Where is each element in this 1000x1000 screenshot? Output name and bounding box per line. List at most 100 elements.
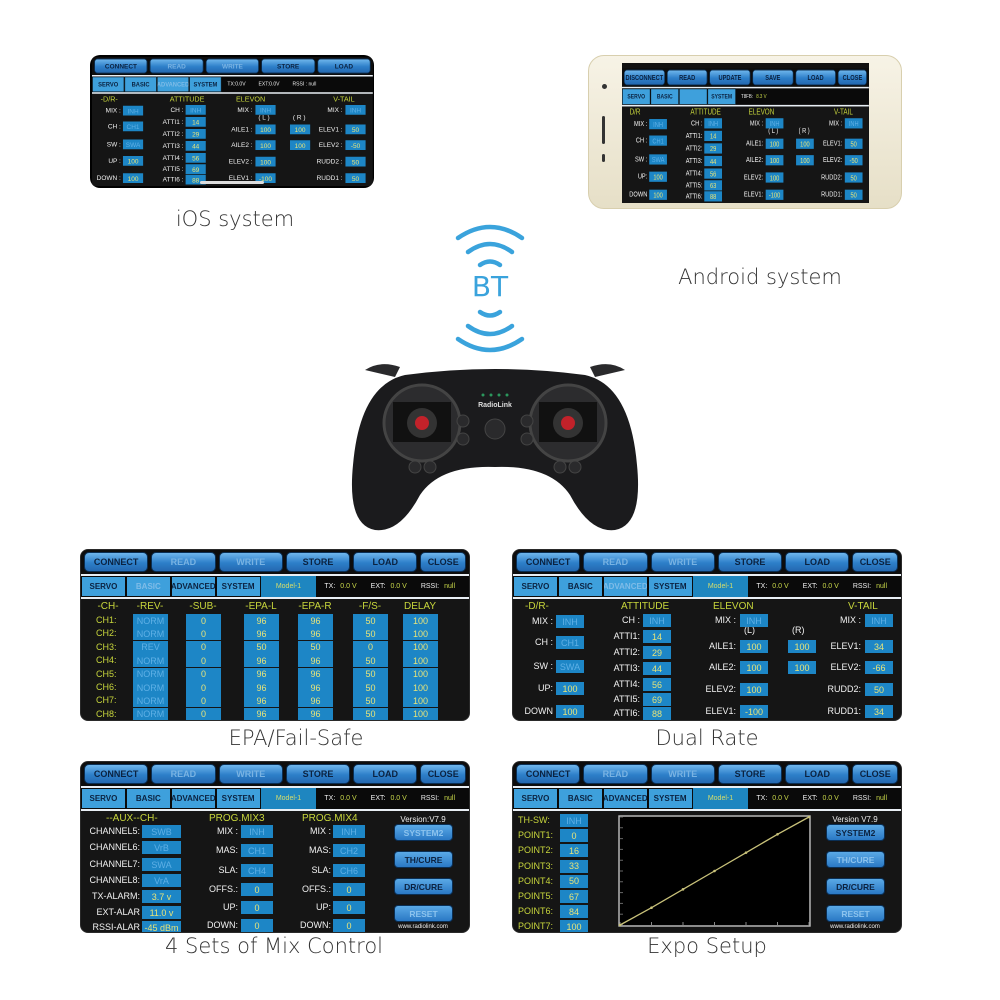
value-field[interactable]: INH <box>649 119 667 130</box>
tab-advanced[interactable]: ADVANCED <box>170 788 216 809</box>
value-field[interactable]: 0 <box>241 901 273 914</box>
value-field[interactable]: 96 <box>244 707 279 720</box>
value-field[interactable]: INH <box>704 118 723 129</box>
value-field[interactable]: 100 <box>255 140 276 150</box>
value-field[interactable]: REV <box>133 640 168 654</box>
value-field[interactable]: INH <box>765 118 784 129</box>
value-field[interactable]: 50 <box>353 627 388 641</box>
value-field[interactable]: 0 <box>186 667 221 681</box>
value-field[interactable]: 50 <box>298 640 333 654</box>
model-name[interactable]: Model-1 <box>692 576 749 597</box>
close-button[interactable]: CLOSE <box>420 764 466 784</box>
value-field[interactable]: 100 <box>255 124 276 135</box>
tab-basic[interactable]: BASIC <box>124 76 157 93</box>
value-field[interactable]: 88 <box>704 191 723 202</box>
point-value[interactable]: 0 <box>560 829 588 843</box>
value-field[interactable]: 14 <box>704 130 723 142</box>
value-field[interactable]: 50 <box>345 173 366 183</box>
store-button[interactable]: STORE <box>285 552 351 572</box>
value-field[interactable]: 0 <box>241 919 273 932</box>
value-field[interactable]: 88 <box>185 174 206 185</box>
value-field[interactable]: 50 <box>353 681 388 694</box>
load-button[interactable]: LOAD <box>353 764 418 784</box>
value-field[interactable]: INH <box>865 614 893 627</box>
value-field[interactable]: 63 <box>704 180 723 191</box>
value-field[interactable]: 44 <box>643 662 671 675</box>
store-button[interactable]: STORE <box>285 764 351 784</box>
value-field[interactable]: 50 <box>244 640 279 654</box>
value-field[interactable]: CH2 <box>333 844 365 857</box>
disconnect-button[interactable]: DISCONNECT <box>623 69 665 86</box>
value-field[interactable]: 50 <box>844 138 863 149</box>
value-field[interactable]: 0 <box>186 640 221 654</box>
model-name[interactable]: Model-1 <box>260 576 317 597</box>
close-button[interactable]: CLOSE <box>420 552 466 572</box>
value-field[interactable]: 100 <box>765 172 784 183</box>
point-value[interactable]: 84 <box>560 905 588 919</box>
value-field[interactable]: 96 <box>298 614 333 627</box>
value-field[interactable]: CH1 <box>122 121 144 132</box>
value-field[interactable]: NORM <box>133 614 168 627</box>
value-field[interactable]: 34 <box>865 705 893 718</box>
value-field[interactable]: 100 <box>765 138 784 149</box>
value-field-right[interactable]: 100 <box>290 124 311 135</box>
read-button[interactable]: READ <box>151 552 216 572</box>
tab-basic[interactable]: BASIC <box>125 788 171 809</box>
point-value[interactable]: 33 <box>560 859 588 873</box>
connect-button[interactable]: CONNECT <box>516 552 581 572</box>
value-field[interactable]: 96 <box>244 667 279 681</box>
value-field[interactable]: 96 <box>298 627 333 641</box>
value-field[interactable]: INH <box>333 825 365 838</box>
connect-button[interactable]: CONNECT <box>84 552 149 572</box>
value-field[interactable]: 29 <box>185 129 206 139</box>
value-field[interactable]: 100 <box>403 694 438 708</box>
value-field[interactable]: INH <box>643 614 671 627</box>
tab-basic[interactable]: BASIC <box>125 576 171 597</box>
value-field[interactable]: INH <box>241 825 273 838</box>
value-field[interactable]: 0 <box>333 883 365 896</box>
value-field[interactable]: 100 <box>765 155 784 166</box>
tab-servo[interactable]: SERVO <box>622 88 651 105</box>
load-button[interactable]: LOAD <box>317 58 371 74</box>
value-field[interactable]: -50 <box>844 155 863 166</box>
value-field[interactable]: CH1 <box>241 844 273 857</box>
value-field[interactable]: INH <box>556 615 584 628</box>
value-field[interactable]: 44 <box>185 141 206 151</box>
value-field-right[interactable]: 100 <box>788 661 816 674</box>
value-field[interactable]: 56 <box>704 168 723 179</box>
value-field[interactable]: 100 <box>403 640 438 654</box>
value-field[interactable]: 96 <box>298 681 333 694</box>
value-field[interactable]: 50 <box>353 667 388 681</box>
value-field[interactable]: 50 <box>353 694 388 708</box>
value-field[interactable]: 14 <box>185 117 206 127</box>
value-field[interactable]: INH <box>255 105 276 115</box>
value-field[interactable]: NORM <box>133 681 168 694</box>
value-field[interactable]: 50 <box>353 707 388 720</box>
value-field[interactable]: 0 <box>241 883 273 896</box>
value-field[interactable]: CH1 <box>556 636 584 649</box>
value-field[interactable]: 34 <box>865 640 893 653</box>
value-field[interactable]: 100 <box>403 681 438 694</box>
value-field[interactable]: 96 <box>244 627 279 641</box>
value-field[interactable]: 100 <box>740 640 768 653</box>
value-field[interactable]: 50 <box>844 172 863 183</box>
value-field-right[interactable]: 100 <box>796 138 814 149</box>
load-button[interactable]: LOAD <box>785 764 850 784</box>
value-field[interactable]: SWB <box>142 825 181 838</box>
value-field[interactable]: 96 <box>244 681 279 694</box>
value-field[interactable]: 100 <box>122 173 144 183</box>
connect-button[interactable]: CONNECT <box>516 764 581 784</box>
value-field[interactable]: 0 <box>186 654 221 668</box>
write-button[interactable]: WRITE <box>218 552 283 572</box>
value-field[interactable]: VrA <box>142 874 181 887</box>
value-field-right[interactable]: 100 <box>788 640 816 653</box>
value-field[interactable]: 88 <box>643 707 671 720</box>
reset-button[interactable]: RESET <box>394 905 453 922</box>
tab-advanced[interactable]: ADVANCED <box>170 576 216 597</box>
tab-system[interactable]: SYSTEM <box>189 76 222 93</box>
tab-system[interactable]: SYSTEM <box>215 788 261 809</box>
value-field[interactable]: NORM <box>133 667 168 681</box>
dr-cure-button[interactable]: DR/CURE <box>394 878 453 895</box>
value-field[interactable]: -100 <box>255 173 276 183</box>
dr-cure-button[interactable]: DR/CURE <box>826 878 885 895</box>
